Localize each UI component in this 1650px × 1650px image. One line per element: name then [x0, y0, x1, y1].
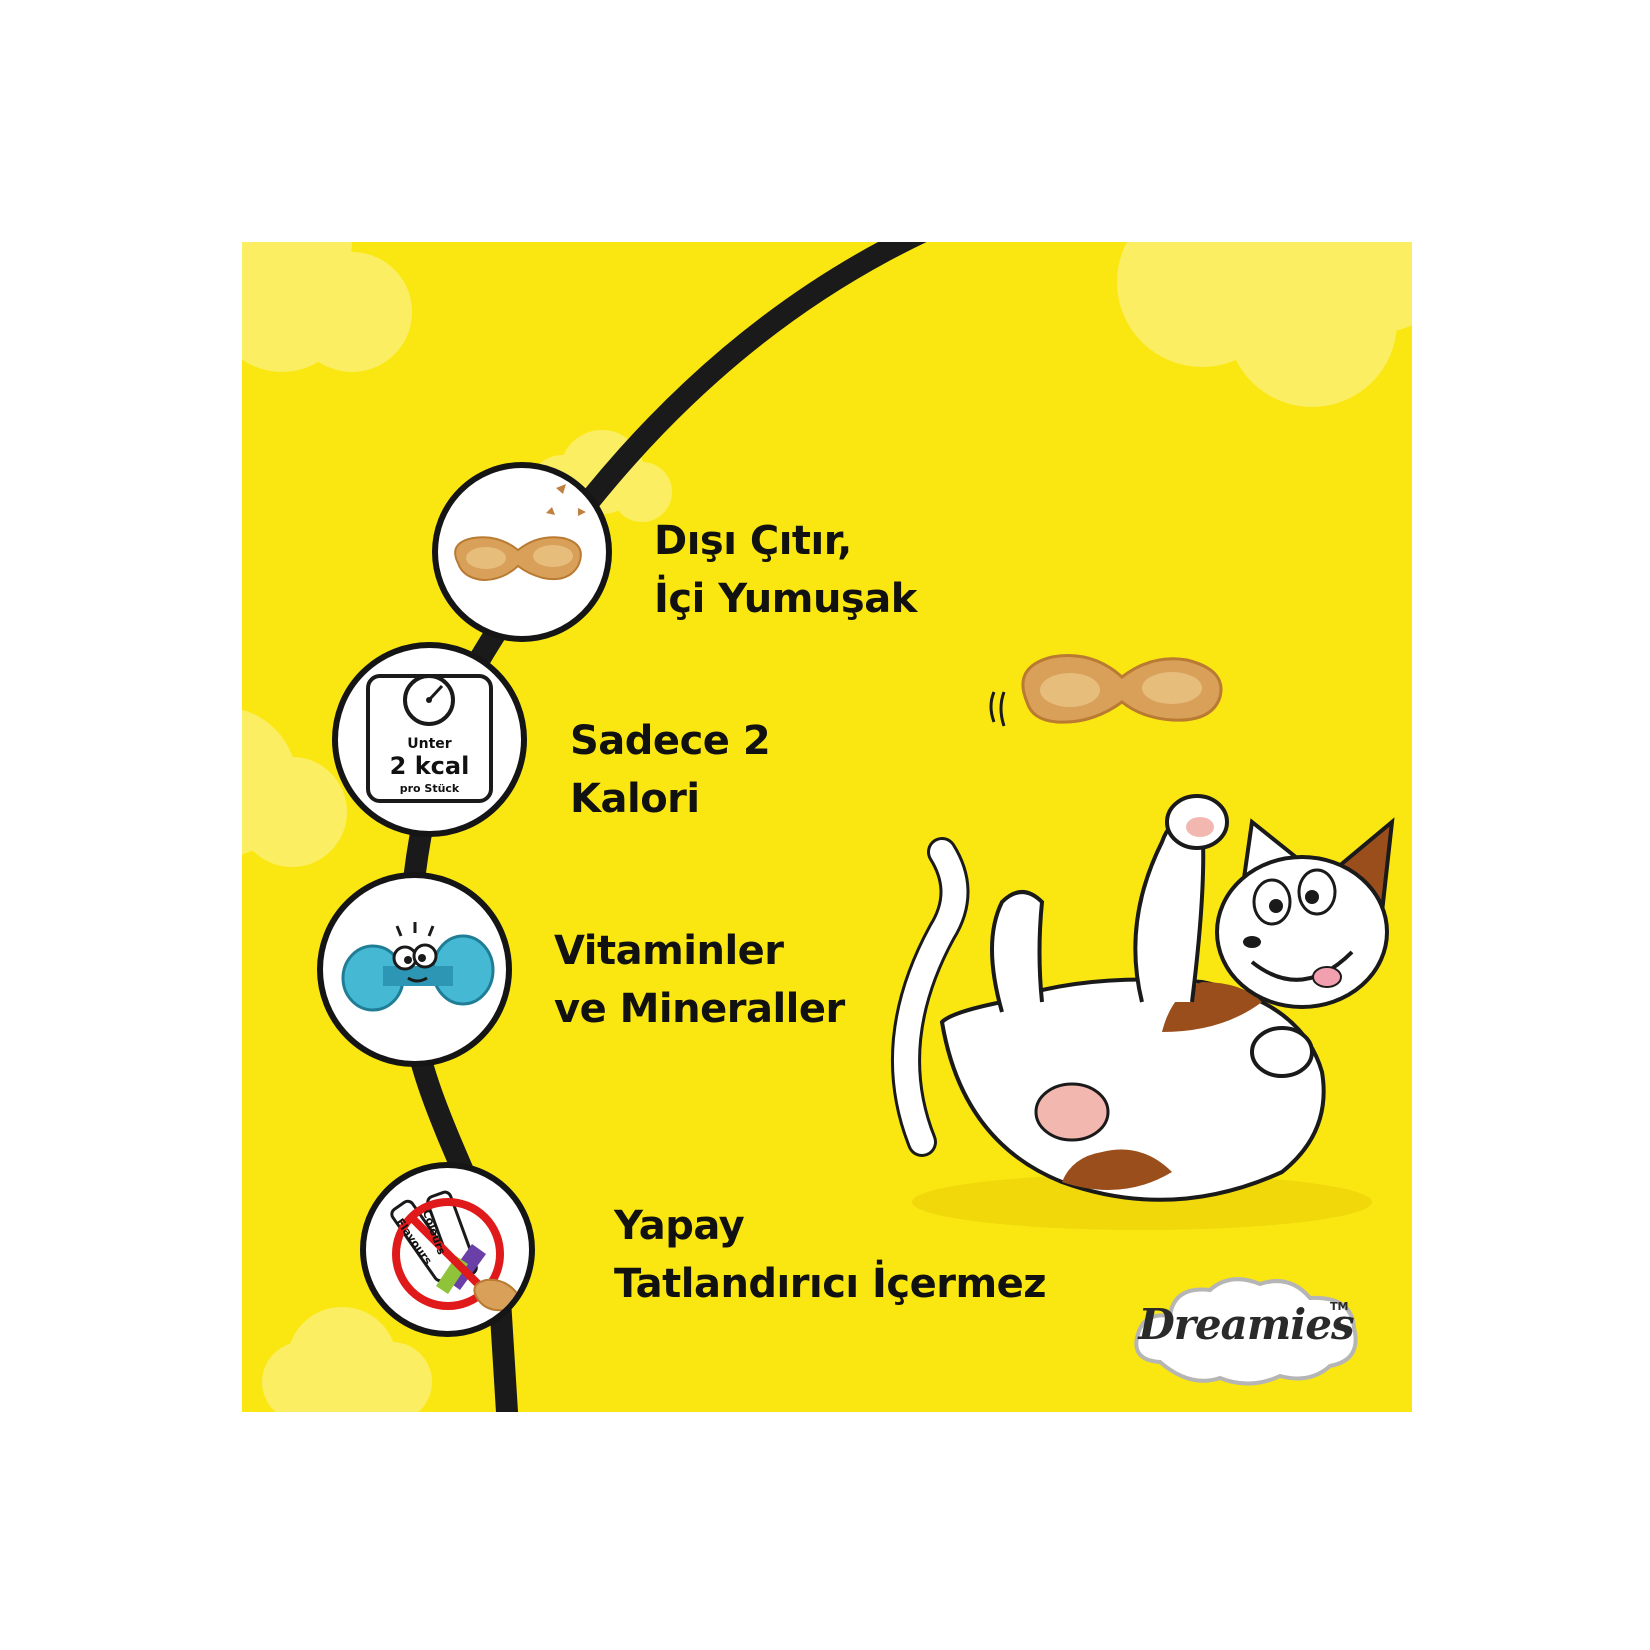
feature-crunchy-line2: İçi Yumuşak [654, 576, 917, 622]
background-scene [242, 242, 1412, 1412]
scale-label-bottom: pro Stück [399, 782, 460, 795]
flying-treat [989, 654, 1223, 727]
cat-illustration [891, 794, 1395, 1230]
cloud-left [242, 709, 347, 867]
weighing-scale-icon [366, 674, 493, 803]
badge-crunchy [432, 462, 612, 642]
feature-calorie-line2: Kalori [570, 776, 700, 822]
feature-crunchy-line1: Dışı Çıtır, [654, 518, 852, 564]
feature-vitamin-line1: Vitaminler [554, 928, 784, 974]
feature-artificial-text: Yapay Tatlandırıcı İçermez [614, 1197, 1047, 1313]
dumbbell-icon [341, 922, 495, 1012]
logo-cloud-shape [1134, 1277, 1358, 1386]
scale-label-top: Unter [407, 736, 452, 752]
feature-calorie-text: Sadece 2 Kalori [570, 712, 771, 828]
feature-artificial-line2: Tatlandırıcı İçermez [614, 1261, 1047, 1307]
scale-label-main: 2 kcal [389, 752, 470, 780]
cloud-top-left [242, 242, 412, 372]
cloud-top-right [1117, 242, 1412, 407]
feature-vitamin-text: Vitaminler ve Mineraller [554, 922, 845, 1038]
badge-scale: Unter 2 kcal pro Stück [332, 642, 527, 837]
brand-name: Dreamies [1138, 1300, 1354, 1349]
brand-logo: Dreamies TM [1130, 1272, 1362, 1390]
feature-artificial-line1: Yapay [614, 1203, 745, 1249]
brand-tm: TM [1330, 1300, 1349, 1313]
badge-no-artificial: Colours Flavours [360, 1162, 535, 1337]
no-artificial-icon [390, 1190, 518, 1312]
cloud-bottom-left [262, 1307, 432, 1412]
crunchy-treat-icon [454, 484, 586, 582]
feature-vitamin-line2: ve Mineraller [554, 986, 845, 1032]
cat-head [1215, 817, 1395, 1009]
promo-panel: Unter 2 kcal pro Stück [242, 242, 1412, 1412]
badge-dumbbell [317, 872, 512, 1067]
feature-calorie-line1: Sadece 2 [570, 718, 771, 764]
feature-crunchy-text: Dışı Çıtır, İçi Yumuşak [654, 512, 917, 628]
